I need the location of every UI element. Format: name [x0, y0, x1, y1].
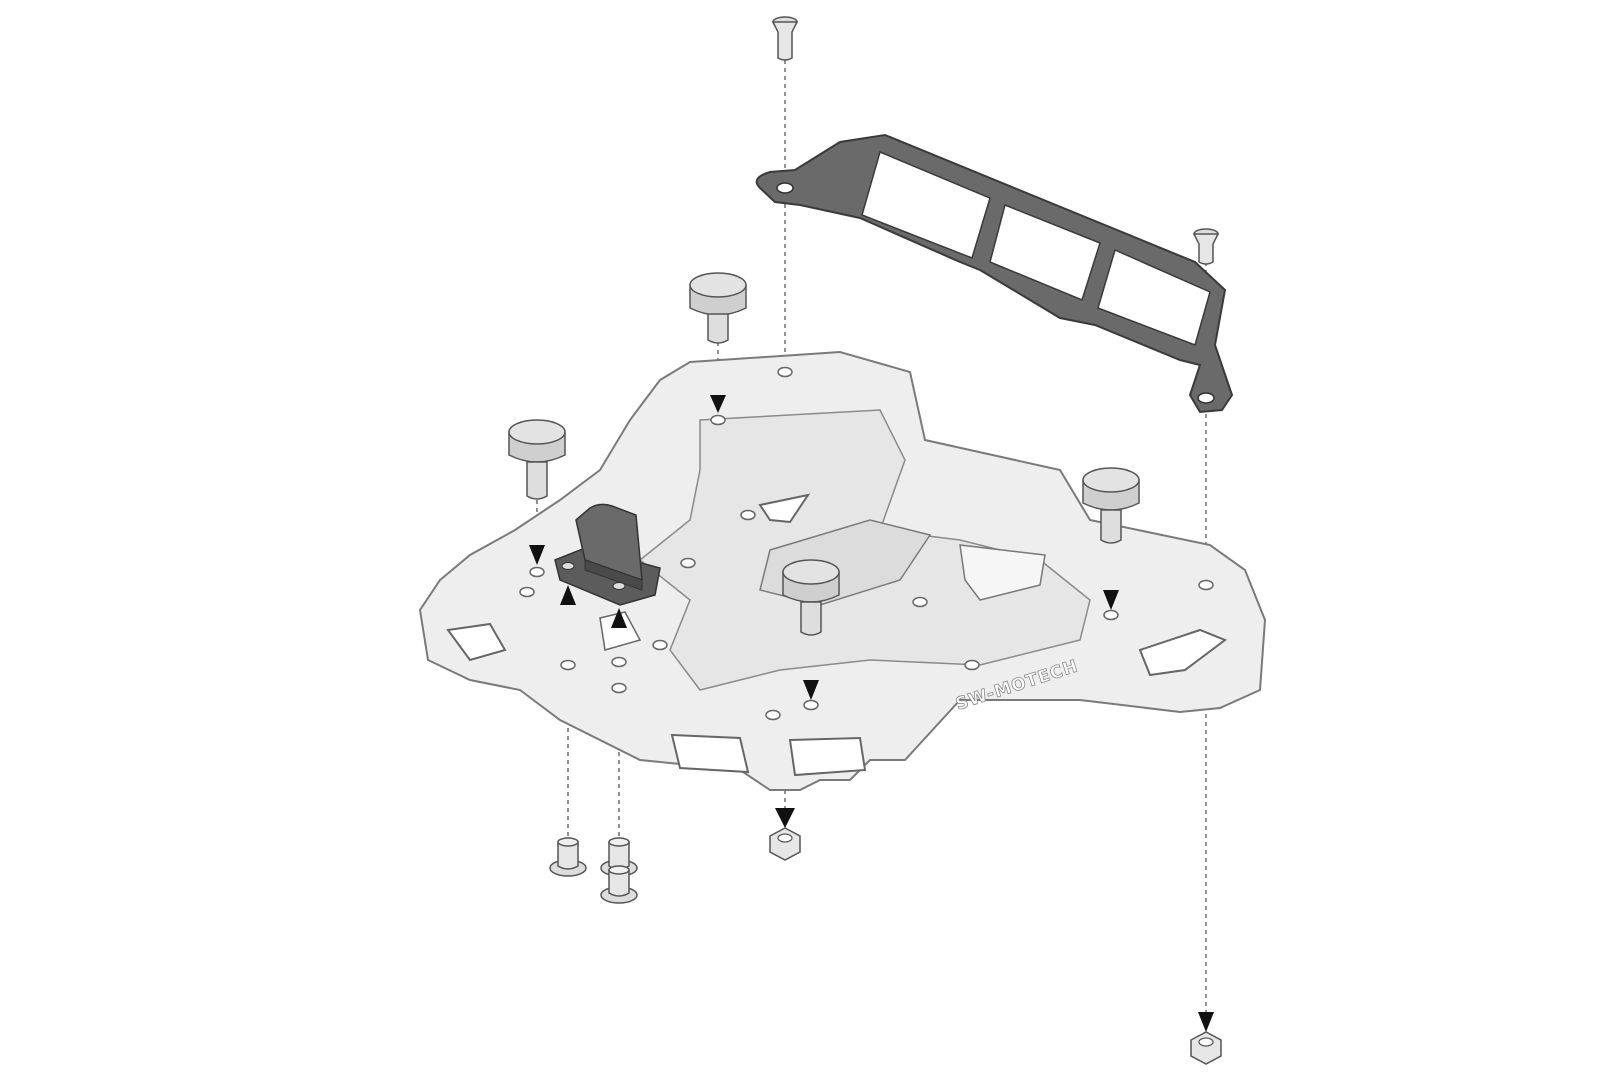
- arrow-down-icon: [803, 680, 819, 700]
- rack-slot: [446, 622, 507, 662]
- arrow-down-icon: [775, 808, 795, 828]
- bracket-icon: [755, 133, 1234, 414]
- bracket-cutout: [989, 203, 1101, 302]
- knob-icon: [689, 272, 747, 344]
- arrow-down-icon: [529, 545, 545, 565]
- rack-slot: [670, 733, 750, 774]
- rack-slot: [1138, 628, 1228, 677]
- nut-icon: [769, 827, 801, 861]
- screw-icon: [771, 16, 799, 61]
- bracket-cutout: [861, 150, 991, 259]
- rack-slot: [758, 493, 811, 524]
- nut-icon: [1190, 1031, 1222, 1065]
- arrow-down-icon: [710, 395, 726, 413]
- arrow-up-icon: [560, 585, 576, 605]
- knob-icon: [508, 419, 566, 500]
- knob-icon: [1082, 467, 1140, 544]
- arrow-up-icon: [611, 608, 627, 628]
- arrow-down-icon: [1103, 590, 1119, 610]
- rack-plate-icon: SW-MOTECH: [418, 350, 1267, 791]
- rack-holes: [519, 366, 1214, 721]
- rack-slot: [959, 544, 1046, 601]
- screw-icon: [1192, 228, 1220, 265]
- bracket-hole: [1197, 392, 1215, 404]
- bolt-icon: [549, 837, 587, 877]
- bracket-cutout: [1097, 248, 1211, 346]
- knob-icon: [782, 559, 840, 636]
- bolt-icon: [600, 865, 638, 904]
- lock-icon: [554, 503, 661, 606]
- assembly-arrows: [529, 395, 1214, 1032]
- arrow-down-icon: [1198, 1012, 1214, 1032]
- bracket-hole: [776, 182, 794, 194]
- rack-slot: [788, 736, 867, 777]
